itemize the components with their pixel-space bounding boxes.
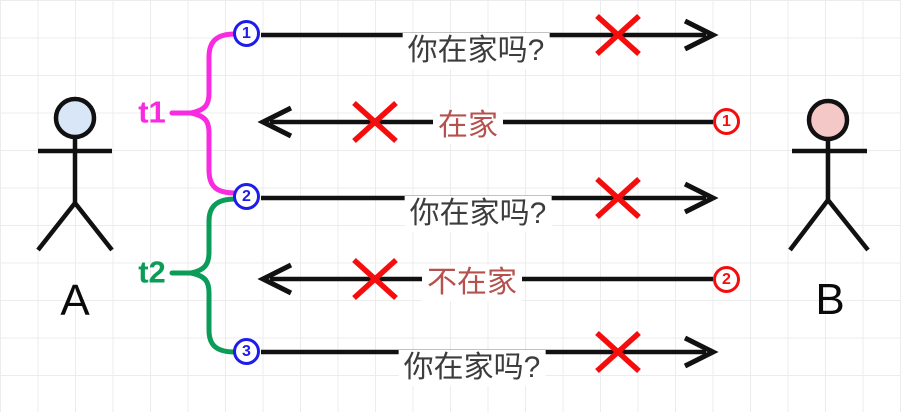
actor-a-figure xyxy=(36,96,114,252)
actor-b-label: B xyxy=(815,275,845,324)
actor-b-head xyxy=(806,98,850,142)
t2-label: t2 xyxy=(138,254,166,290)
message-text-reply-2: 不在家 xyxy=(422,265,522,301)
t1-brace xyxy=(169,31,238,196)
message-text-query-2: 你在家吗? xyxy=(404,196,552,232)
actor-b-legs xyxy=(788,196,870,252)
message-text-reply-1: 在家 xyxy=(433,108,503,144)
seq-badge-b-1: 1 xyxy=(713,108,740,135)
seq-badge-a-1: 1 xyxy=(233,20,260,47)
arrowhead-icon xyxy=(683,181,719,215)
actor-a-legs xyxy=(36,199,114,252)
actor-b-figure xyxy=(788,98,870,252)
actor-a-head xyxy=(53,96,97,140)
cross-icon xyxy=(352,100,398,144)
seq-badge-b-2: 2 xyxy=(713,266,740,293)
message-text-query-3: 你在家吗? xyxy=(398,350,546,386)
arrowhead-icon xyxy=(257,105,293,139)
cross-icon xyxy=(595,13,641,57)
actor-a-label: A xyxy=(60,276,90,325)
arrowhead-icon xyxy=(257,262,293,296)
cross-icon xyxy=(595,330,641,374)
cross-icon xyxy=(352,257,398,301)
seq-badge-a-2: 2 xyxy=(233,183,260,210)
arrowhead-icon xyxy=(683,335,719,369)
arrowhead-icon xyxy=(683,18,719,52)
seq-badge-a-3: 3 xyxy=(233,338,260,365)
t1-label: t1 xyxy=(138,94,166,130)
t2-brace xyxy=(169,196,238,355)
message-text-query-1: 你在家吗? xyxy=(402,33,550,69)
cross-icon xyxy=(595,176,641,220)
